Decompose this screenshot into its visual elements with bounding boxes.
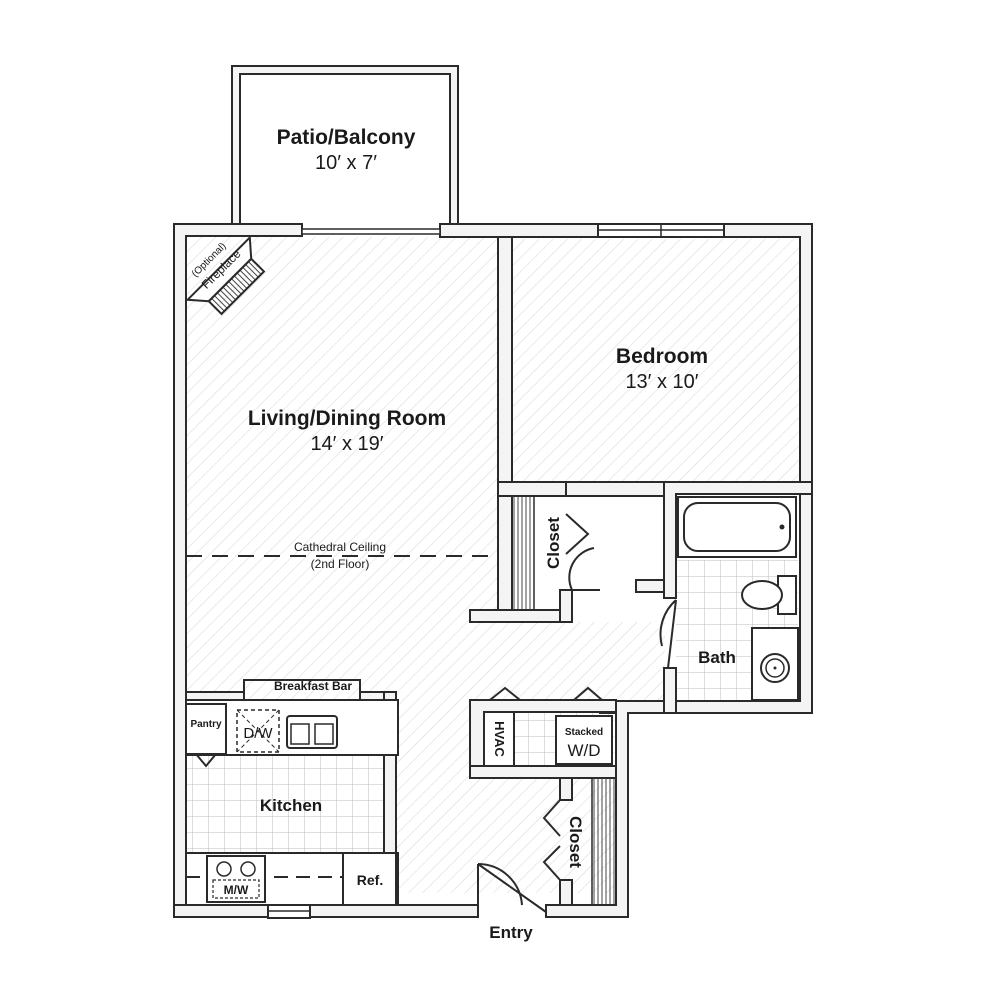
- kitchen-fixtures: [185, 679, 399, 906]
- utility-area: [483, 686, 613, 767]
- stacked-label: Stacked: [565, 727, 603, 738]
- cathedral-label-1: Cathedral Ceiling: [294, 540, 386, 554]
- refrigerator: [342, 852, 397, 906]
- vanity: [751, 627, 799, 701]
- washer-dryer: [555, 715, 613, 765]
- breakfast-bar-label: Breakfast Bar: [274, 679, 352, 693]
- floors: [186, 237, 799, 893]
- hvac-unit: [483, 711, 515, 767]
- bedroom-name: Bedroom: [616, 345, 708, 368]
- bathroom-fixtures: [659, 496, 799, 701]
- entry-closet-label: Closet: [566, 816, 585, 868]
- wd-label: W/D: [567, 741, 600, 760]
- living-name: Living/Dining Room: [248, 407, 446, 430]
- bath-name: Bath: [698, 648, 736, 667]
- living-size: 14′ x 19′: [310, 433, 383, 455]
- microwave-label: M/W: [224, 883, 249, 897]
- hvac-label: HVAC: [492, 721, 507, 757]
- entry-label: Entry: [489, 923, 533, 942]
- dishwasher-label: D/W: [243, 725, 273, 742]
- entry-closet: [542, 777, 617, 906]
- patio-name: Patio/Balcony: [277, 126, 416, 149]
- fireplace: (Optional) Fireplace: [185, 235, 266, 316]
- entry-door: [477, 862, 547, 913]
- kitchen-name: Kitchen: [260, 796, 322, 815]
- patio-size: 10′ x 7′: [315, 152, 377, 174]
- refrigerator-label: Ref.: [357, 872, 383, 888]
- bedroom-closet-label: Closet: [544, 517, 563, 569]
- pantry-label: Pantry: [190, 719, 222, 730]
- bedroom-size: 13′ x 10′: [625, 371, 698, 393]
- pantry: [185, 703, 227, 755]
- bedroom-closet: [511, 495, 600, 611]
- cathedral-label-2: (2nd Floor): [311, 557, 370, 571]
